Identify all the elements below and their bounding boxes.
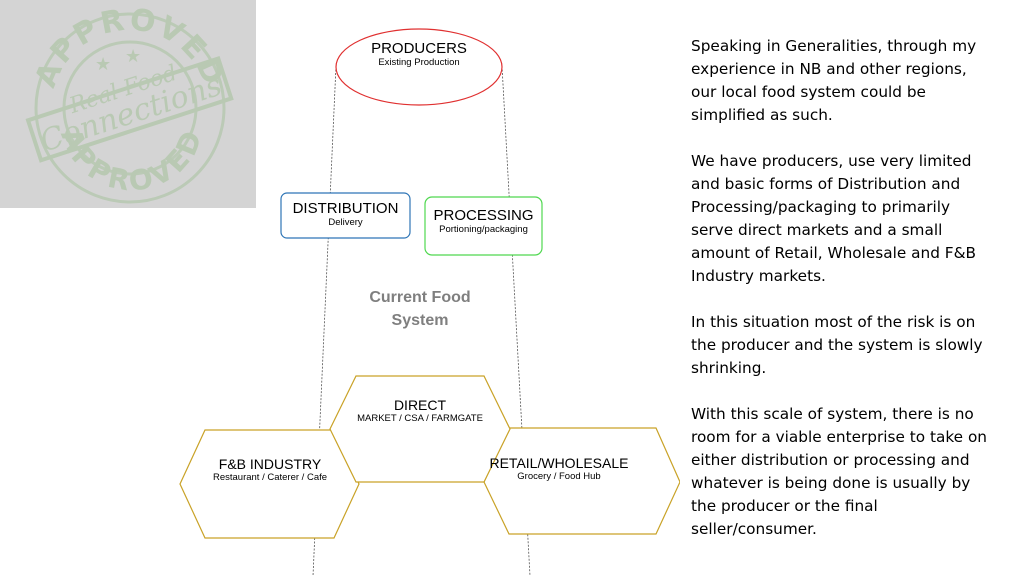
distribution-box xyxy=(280,192,411,239)
food-system-diagram xyxy=(179,28,680,576)
paragraph-3: In this situation most of the risk is on… xyxy=(691,313,983,377)
fb-industry-title: F&B INDUSTRY xyxy=(218,456,322,472)
retail-subtitle: Grocery / Food Hub xyxy=(517,471,601,482)
producers-ellipse xyxy=(335,28,503,106)
distribution-subtitle: Delivery xyxy=(328,217,363,228)
processing-subtitle: Portioning/packaging xyxy=(439,224,528,235)
retail-title: RETAIL/WHOLESALE xyxy=(489,455,629,471)
fb-industry-subtitle: Restaurant / Caterer / Cafe xyxy=(212,472,328,483)
fb-industry-node: F&B INDUSTRY Restaurant / Caterer / Cafe xyxy=(190,456,350,484)
distribution-node: DISTRIBUTION Delivery xyxy=(281,201,410,229)
direct-node: DIRECT MARKET / CSA / FARMGATE xyxy=(340,397,500,425)
direct-title: DIRECT xyxy=(393,397,447,413)
star-icon: ★ xyxy=(125,46,141,66)
paragraph-1: Speaking in Generalities, through my exp… xyxy=(691,37,977,124)
funnel-right-line xyxy=(501,65,531,576)
center-title: Current Food System xyxy=(350,286,490,332)
direct-subtitle: MARKET / CSA / FARMGATE xyxy=(357,413,483,424)
center-title-line2: System xyxy=(391,312,449,329)
paragraph-4: With this scale of system, there is no r… xyxy=(691,405,988,538)
explanation-text: Speaking in Generalities, through my exp… xyxy=(691,35,996,564)
retail-node: RETAIL/WHOLESALE Grocery / Food Hub xyxy=(486,455,632,483)
producers-subtitle: Existing Production xyxy=(378,57,460,68)
star-icon: ★ xyxy=(95,54,111,74)
processing-box xyxy=(424,196,543,256)
producers-node: PRODUCERS Existing Production xyxy=(336,41,502,69)
direct-hexagon xyxy=(329,375,511,483)
approved-stamp-logo: APPROVED APPROVED Real Food Connections … xyxy=(25,2,234,204)
paragraph-2: We have producers, use very limited and … xyxy=(691,152,977,285)
producers-title: PRODUCERS xyxy=(371,40,467,57)
processing-title: PROCESSING xyxy=(433,207,534,224)
fb-industry-hexagon xyxy=(179,429,360,539)
processing-node: PROCESSING Portioning/packaging xyxy=(425,208,542,236)
distribution-title: DISTRIBUTION xyxy=(292,200,399,217)
center-title-line1: Current Food xyxy=(369,289,471,306)
approved-logo-panel: APPROVED APPROVED Real Food Connections … xyxy=(0,0,256,208)
